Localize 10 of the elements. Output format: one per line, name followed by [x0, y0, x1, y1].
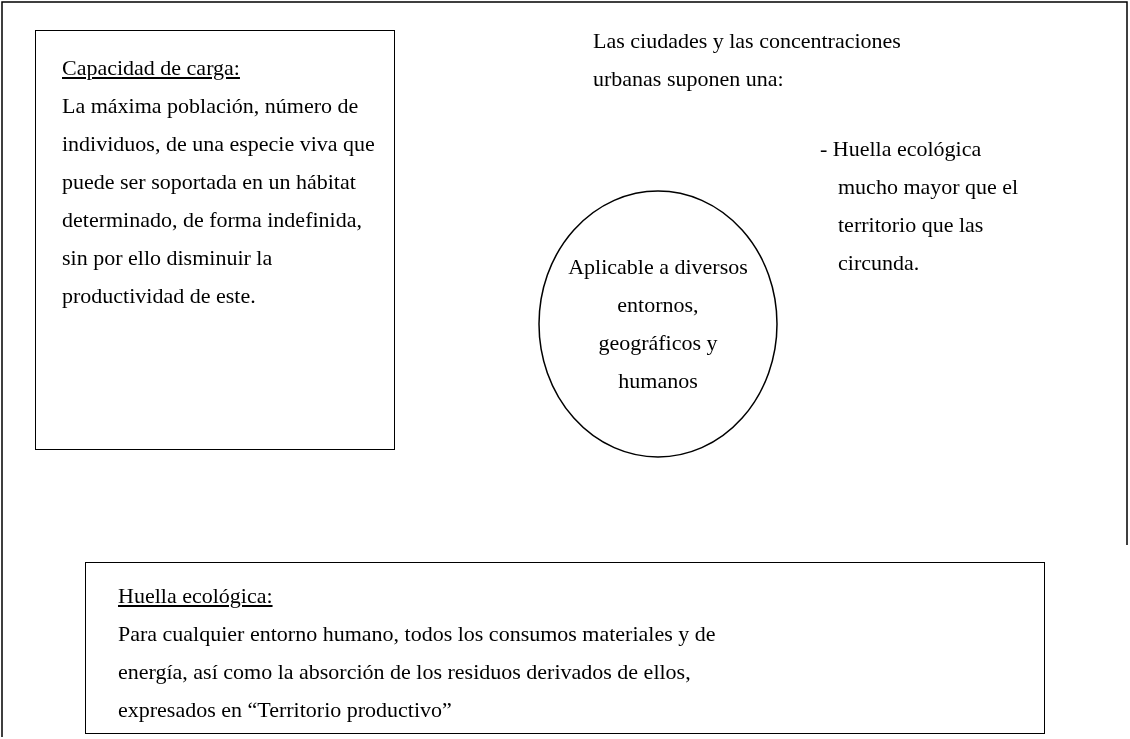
- bullet-text: - Huella ecológica mucho mayor que el territorio que las circunda.: [820, 135, 1020, 277]
- circle-text: Aplicable a diversos entornos, geográficos y humanos: [568, 253, 748, 395]
- description-text: La máxima población, número de individuos, de una especie viva que puede ser soportada en un hábitat determinado, de forma indefinida, sin por ello disminuir la productividad de este.: [62, 92, 376, 310]
- definition-box: [85, 562, 1045, 734]
- heading: Huella ecológica:: [118, 582, 274, 610]
- definition-box: [35, 30, 395, 450]
- description-text: Para cualquier entorno humano, todos los consumos materiales y de energía, así como la absorción de los residuos derivados de ellos, expresados en “Territorio productivo”: [118, 620, 717, 724]
- heading: Capacidad de carga:: [62, 54, 241, 82]
- circle-node: [538, 190, 778, 458]
- note-text: Las ciudades y las concentraciones urbanas suponen una:: [593, 27, 902, 93]
